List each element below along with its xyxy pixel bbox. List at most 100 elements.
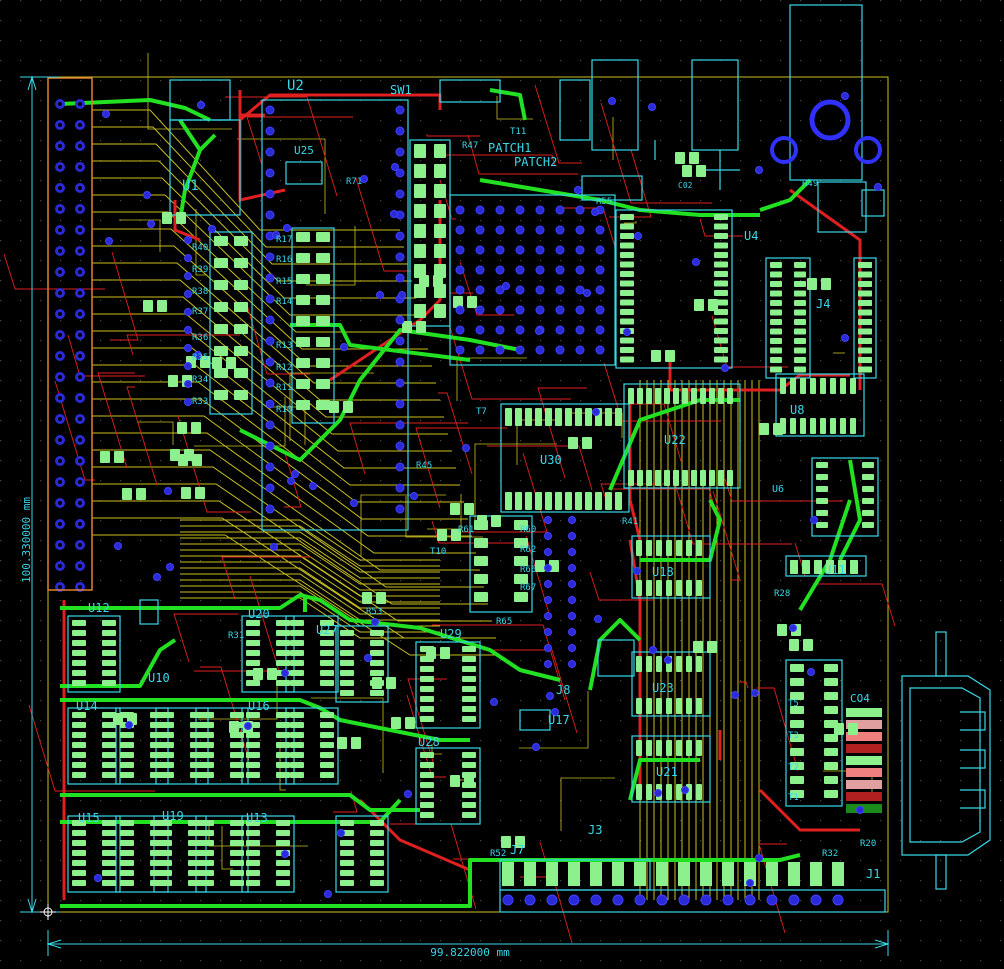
via [575,265,585,275]
ic-pad [858,300,872,306]
red-trace [3,253,105,290]
ic-pad [824,678,838,686]
header-pin-hole [58,480,62,484]
yellow-trace [279,747,286,791]
component-outline [597,639,635,677]
ic-pad [320,640,334,646]
via [568,644,576,652]
via [810,516,818,524]
ic-pad [102,820,116,826]
smd-pad [212,357,222,369]
label-u25: U25 [294,144,314,157]
smd-pad [693,641,703,653]
ic-pad [188,850,202,856]
ic-pad [824,664,838,672]
yellow-trace [474,443,557,523]
header-pin-hole [78,354,82,358]
ic-pad [664,388,670,404]
via [575,325,585,335]
ic-pad [505,408,512,426]
ic-pad [666,740,672,756]
ic-pad [794,347,806,354]
via [455,245,465,255]
label-t10: T10 [430,547,446,557]
red-trace [110,251,139,341]
ic-pad [246,840,260,846]
via [746,879,754,887]
ic-pad [246,830,260,836]
via [265,252,275,262]
red-trace [355,177,411,272]
label-u2: U2 [287,78,304,94]
ic-pad [188,870,202,876]
ic-pad [794,328,806,335]
red-trace [600,102,712,204]
ic-pad [246,650,260,656]
ic-pad [434,204,446,218]
ic-pad [246,870,260,876]
component-outline [817,181,867,233]
smd-pad [176,212,186,224]
label-j7: J7 [510,843,524,857]
ic-pad [120,840,134,846]
label-r35: R35 [192,353,208,363]
ic-pad [420,772,434,778]
ic-pad [636,540,642,556]
yellow-trace [137,421,174,445]
ic-pad [420,716,434,722]
label-r12: R12 [276,363,292,373]
yellow-trace [306,226,356,286]
via [555,205,565,215]
via [595,265,605,275]
ic-pad [714,261,728,268]
via [475,265,485,275]
ic-pad [276,660,290,666]
ic-pad [214,324,228,334]
via [535,305,545,315]
smd-pad [707,641,717,653]
via [184,236,192,244]
via [184,326,192,334]
ic-pad [794,319,806,325]
component-outline [581,175,643,201]
yellow-trace [198,681,278,720]
ic-pad [276,762,290,768]
via [731,691,739,699]
smd-pad [372,677,382,689]
ic-pad [862,510,874,516]
connector-pad [546,862,558,886]
via [592,408,600,416]
via [535,245,545,255]
ic-pad [664,470,670,486]
smd-pad [192,454,202,466]
ic-pad [290,650,304,656]
ic-pad [102,732,116,738]
ic-pad [862,522,874,528]
via [184,362,192,370]
smd-pad [464,775,474,787]
component-outline [139,599,159,625]
via [184,290,192,298]
via [265,504,275,514]
component-outline [439,79,501,103]
red-power-trace [358,798,471,872]
ic-pad [246,630,260,636]
label-r67: R67 [520,583,536,593]
connector-pad [656,862,668,886]
header-pin-hole [58,438,62,442]
ic-pad [858,290,872,297]
label-u30: U30 [540,453,562,467]
via [515,225,525,235]
ic-pad [770,357,782,363]
ic-pad [340,680,354,686]
green-power-trace [59,98,211,122]
ic-pad [691,388,697,404]
via [722,894,734,906]
ic-pad [700,388,706,404]
header-pin-hole [58,102,62,106]
green-power-trace [759,178,812,212]
ic-pad [230,772,244,778]
header-pin-hole [58,186,62,190]
red-trace [177,415,251,513]
